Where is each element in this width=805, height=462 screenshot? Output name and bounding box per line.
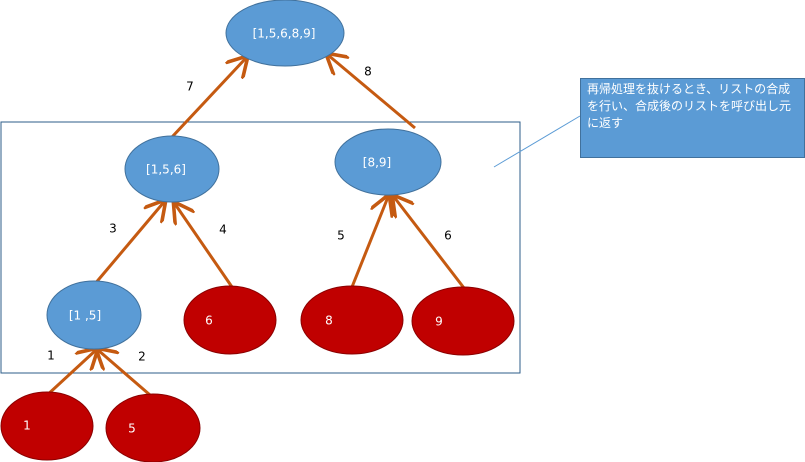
node-right-mid-label: [8,9] [363,156,391,170]
edge-label-6: 6 [444,229,452,243]
edge-label-8: 8 [364,65,372,79]
edge-label-2: 2 [138,350,146,364]
node-leaf-8-label: 8 [325,314,333,328]
edge-label-5: 5 [337,229,345,243]
node-leaf-6-label: 6 [205,314,213,328]
node-leaf-8: 8 [300,285,404,355]
edge-1 [43,350,96,399]
node-leaf-1: 1 [0,391,94,461]
edge-7 [170,58,246,139]
edge-label-7: 7 [186,80,194,94]
edge-8 [328,55,416,130]
edge-3 [92,202,164,286]
edge-5 [350,197,388,288]
node-root-label: [1,5,6,8,9] [253,27,316,41]
node-leaf-5-label: 5 [128,422,136,436]
edge-4 [175,204,234,288]
edge-label-3: 3 [109,222,117,236]
node-root: [1,5,6,8,9] [225,0,345,67]
node-leaf-1-label: 1 [23,419,31,433]
explanation-callout: 再帰処理を抜けるとき、リストの合成を行い、合成後のリストを呼び出し元に返す [580,78,805,158]
node-left-mid: [1,5,6] [124,135,220,203]
node-leaf-9-label: 9 [435,315,443,329]
edge-6 [394,197,466,289]
edge-label-4: 4 [219,223,227,237]
node-leaf-5: 5 [105,393,201,462]
node-leaf-9: 9 [411,286,515,356]
recursion-frame [0,121,521,374]
edge-label-1: 1 [47,349,55,363]
node-leaf-6: 6 [183,285,277,355]
edge-2 [98,350,151,397]
node-left-low-label: [1 ,5] [69,309,101,323]
explanation-callout-text: 再帰処理を抜けるとき、リストの合成を行い、合成後のリストを呼び出し元に返す [587,82,792,130]
node-right-mid: [8,9] [334,128,442,196]
callout-connector [493,115,581,168]
node-left-mid-label: [1,5,6] [146,163,186,177]
node-left-low: [1 ,5] [46,280,142,350]
